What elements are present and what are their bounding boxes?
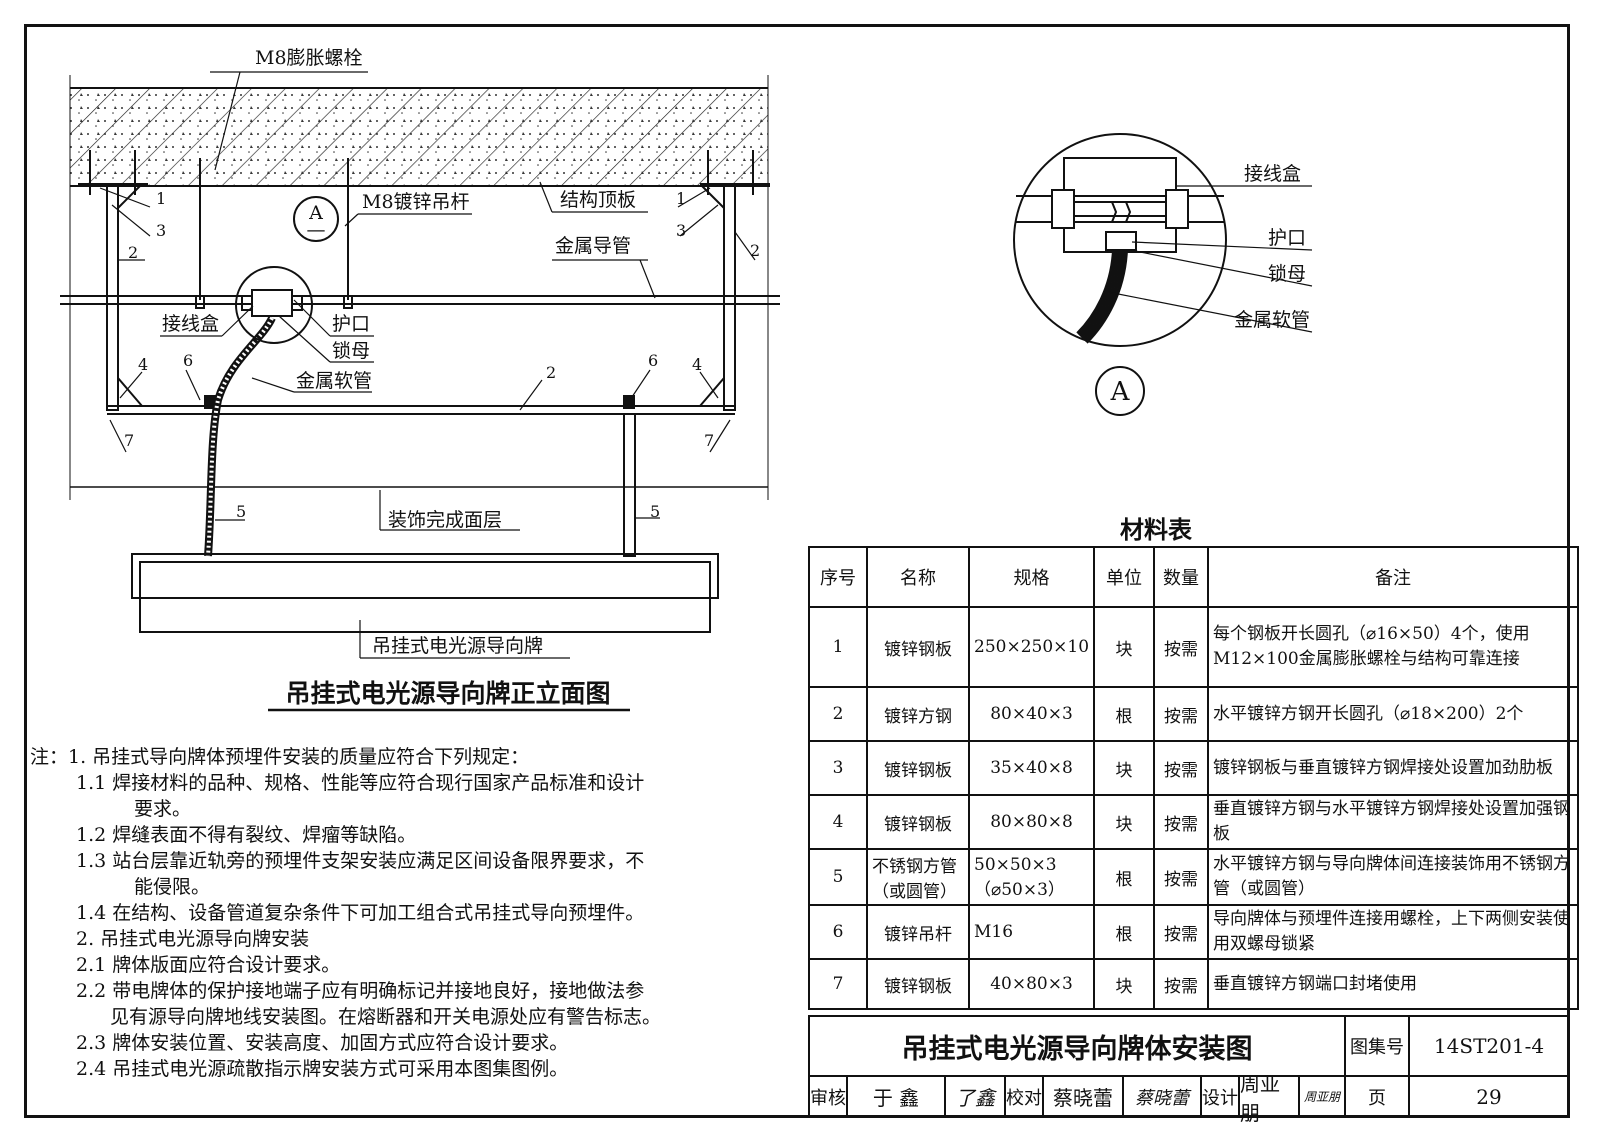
svg-text:1: 1 xyxy=(156,189,166,208)
note-line: 能侵限。 xyxy=(134,876,211,898)
svg-text:5: 5 xyxy=(236,502,246,521)
header-unit: 单位 xyxy=(1093,546,1156,608)
label-rod: M8镀锌吊杆 xyxy=(362,191,470,213)
svg-text:A: A xyxy=(308,202,323,224)
steel-frame xyxy=(60,185,780,557)
note-line: 2.2 带电牌体的保护接地端子应有明确标记并接地良好，接地做法参 xyxy=(76,980,645,1002)
detail-a xyxy=(1013,133,1227,416)
svg-text:6: 6 xyxy=(183,351,193,370)
note-line: 2.1 牌体版面应符合设计要求。 xyxy=(76,954,341,976)
designer-signature: 周亚朋 xyxy=(1298,1075,1346,1118)
svg-text:4: 4 xyxy=(692,355,702,374)
svg-text:2: 2 xyxy=(128,243,138,262)
svg-text:1: 1 xyxy=(676,189,686,208)
svg-text:3: 3 xyxy=(676,221,686,240)
label-locknut: 锁母 xyxy=(332,340,370,362)
label-slab: 结构顶板 xyxy=(560,189,636,211)
note-line: 2.3 牌体安装位置、安装高度、加固方式应符合设计要求。 xyxy=(76,1032,569,1054)
atlas-number: 14ST201-4 xyxy=(1408,1015,1570,1077)
note-line: 1.1 焊接材料的品种、规格、性能等应符合现行国家产品标准和设计 xyxy=(76,772,645,794)
detail-label-junction-box: 接线盒 xyxy=(1244,163,1301,185)
detail-label-locknut: 锁母 xyxy=(1268,263,1306,285)
svg-text:7: 7 xyxy=(124,431,134,450)
note-line: 要求。 xyxy=(134,798,192,820)
detail-label-bushing: 护口 xyxy=(1268,227,1306,249)
check-label: 校对 xyxy=(1004,1075,1044,1118)
svg-text:2: 2 xyxy=(546,363,556,382)
note-line: 1.2 焊缝表面不得有裂纹、焊瘤等缺陷。 xyxy=(76,824,417,846)
page-label: 页 xyxy=(1344,1075,1410,1118)
svg-text:2: 2 xyxy=(750,241,760,260)
checker-signature: 蔡晓蕾 xyxy=(1122,1075,1202,1118)
sign-body xyxy=(131,553,719,633)
label-bolt: M8膨胀螺栓 xyxy=(255,47,363,69)
header-qty: 数量 xyxy=(1153,546,1210,608)
svg-text:—: — xyxy=(307,219,326,241)
note-line: 1.3 站台层靠近轨旁的预埋件支架安装应满足区间设备限界要求，不 xyxy=(76,850,645,872)
atlas-label: 图集号 xyxy=(1344,1015,1410,1077)
svg-text:7: 7 xyxy=(704,431,714,450)
material-table-title: 材料表 xyxy=(1120,516,1192,544)
svg-text:4: 4 xyxy=(138,355,148,374)
label-flex-conduit: 金属软管 xyxy=(296,370,372,392)
note-line: 2.4 吊挂式电光源疏散指示牌安装方式可采用本图集图例。 xyxy=(76,1058,569,1080)
number-callouts: 1 3 2 4 6 7 5 2 1 3 2 4 6 7 5 xyxy=(99,187,760,521)
detail-marker: A xyxy=(1110,377,1131,407)
label-conduit: 金属导管 xyxy=(555,235,631,257)
checker-name: 蔡晓蕾 xyxy=(1042,1075,1124,1118)
label-sign: 吊挂式电光源导向牌 xyxy=(372,635,543,657)
flexible-conduit xyxy=(204,316,276,557)
detail-label-flex-conduit: 金属软管 xyxy=(1234,309,1310,331)
svg-text:5: 5 xyxy=(650,502,660,521)
note-line: 注：1. 吊挂式导向牌体预埋件安装的质量应符合下列规定： xyxy=(30,746,530,768)
note-line: 见有源导向牌地线安装图。在熔断器和开关电源处应有警告标志。 xyxy=(110,1006,662,1028)
notes: 注：1. 吊挂式导向牌体预埋件安装的质量应符合下列规定： 1.1 焊接材料的品种… xyxy=(30,744,790,1082)
structural-slab xyxy=(69,75,769,500)
header-no: 序号 xyxy=(808,546,868,608)
detail-circle-small xyxy=(235,266,313,344)
header-name: 名称 xyxy=(866,546,970,608)
review-label: 审核 xyxy=(808,1075,848,1118)
title-block: 吊挂式电光源导向牌体安装图 图集号 14ST201-4 审核 于 鑫 了鑫 校对… xyxy=(808,1015,1570,1125)
label-bushing: 护口 xyxy=(332,313,370,335)
label-finish-layer: 装饰完成面层 xyxy=(388,509,502,531)
header-spec: 规格 xyxy=(967,546,1096,608)
elevation-title: 吊挂式电光源导向牌正立面图 xyxy=(285,679,610,708)
reviewer-name: 于 鑫 xyxy=(846,1075,946,1118)
label-junction-box: 接线盒 xyxy=(162,313,219,335)
svg-text:6: 6 xyxy=(648,351,658,370)
note-line: 1.4 在结构、设备管道复杂条件下可加工组合式吊挂式导向预埋件。 xyxy=(76,902,645,924)
svg-text:3: 3 xyxy=(156,221,166,240)
design-label: 设计 xyxy=(1200,1075,1240,1118)
designer-name: 周亚朋 xyxy=(1238,1072,1300,1125)
note-line: 2. 吊挂式电光源导向牌安装 xyxy=(76,928,310,950)
reviewer-signature: 了鑫 xyxy=(944,1075,1006,1118)
page-number: 29 xyxy=(1408,1075,1570,1118)
detail-marker-elevation: A — xyxy=(293,196,339,242)
table-header-row: 序号 名称 规格 单位 数量 备注 xyxy=(808,546,1580,608)
header-remark: 备注 xyxy=(1207,546,1580,608)
